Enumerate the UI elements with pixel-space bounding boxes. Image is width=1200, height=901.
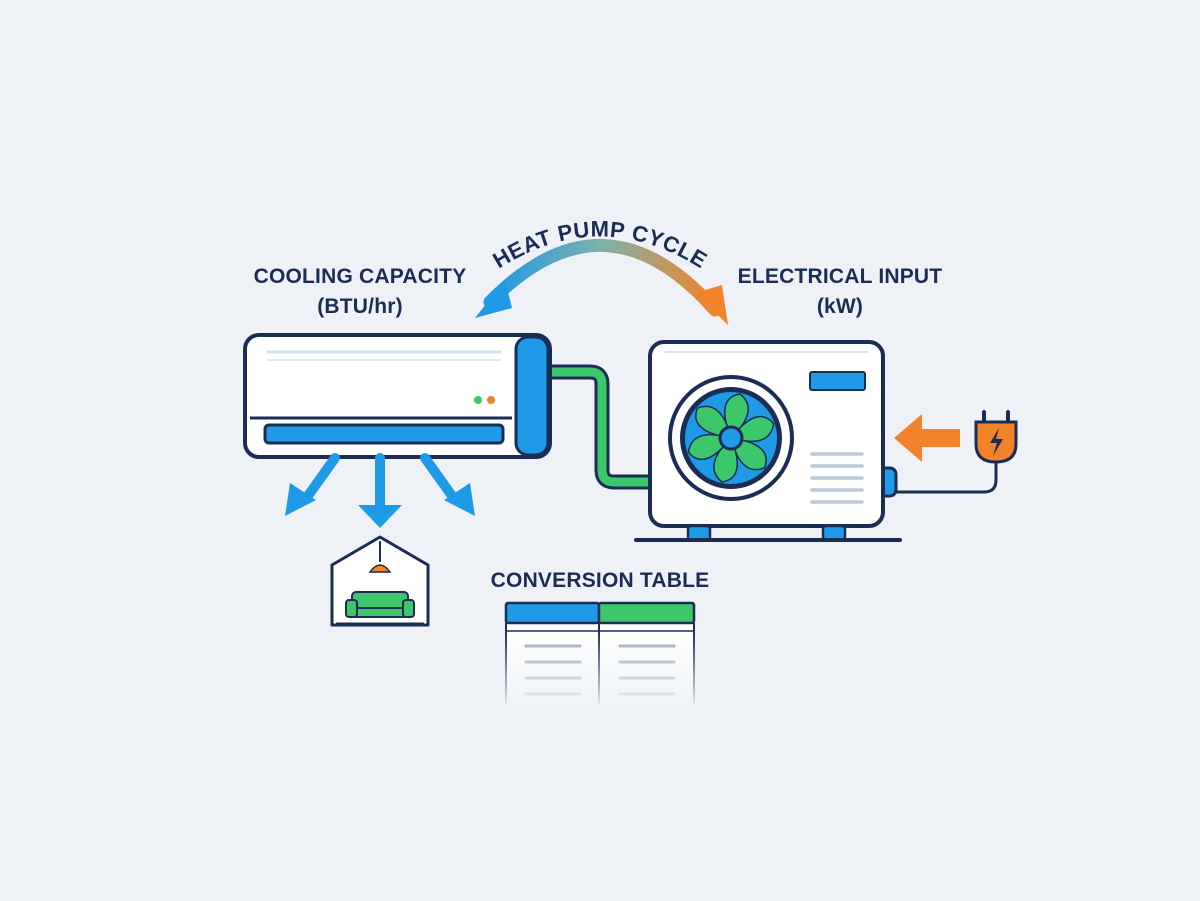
air-arrow-head-right [444, 483, 475, 516]
power-input-arrow [894, 414, 960, 462]
cycle-arrow-right-head [695, 285, 728, 325]
indoor-ac-unit [243, 333, 552, 459]
status-light-green [474, 396, 482, 404]
cooling-capacity-label: COOLING CAPACITY (BTU/hr) [230, 262, 490, 322]
outdoor-condenser-unit [634, 340, 902, 542]
power-plug-icon [894, 410, 1018, 494]
status-light-orange [487, 396, 495, 404]
cooling-capacity-unit: (BTU/hr) [317, 295, 403, 318]
cooling-capacity-title: COOLING CAPACITY [253, 265, 467, 288]
fan-icon [668, 375, 794, 501]
airflow-arrows [300, 453, 460, 510]
house-icon [330, 535, 430, 627]
electrical-input-label: ELECTRICAL INPUT (kW) [720, 262, 960, 322]
conversion-table-title: CONVERSION TABLE [490, 569, 710, 592]
conversion-table [500, 601, 700, 710]
cycle-arrow [475, 239, 728, 325]
lamp-icon [368, 564, 392, 573]
air-arrow-head-center [358, 505, 402, 528]
electrical-input-title: ELECTRICAL INPUT [737, 265, 943, 288]
cycle-arrow-left-head [475, 280, 512, 318]
vent-grille [810, 452, 864, 504]
air-arrow-head-left [285, 483, 316, 516]
sofa-icon [345, 591, 415, 618]
electrical-input-unit: (kW) [816, 295, 864, 318]
